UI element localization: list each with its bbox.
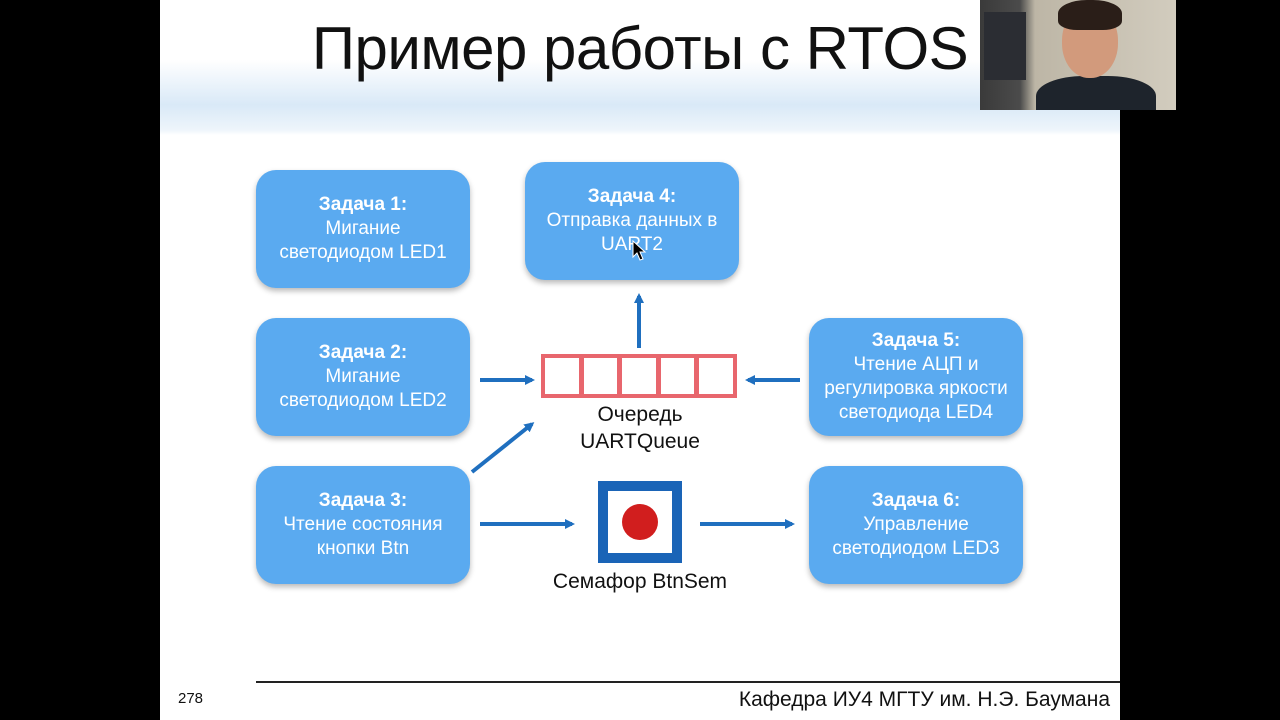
task-text: UART2: [601, 234, 663, 255]
task-text: Отправка данных в: [546, 210, 718, 231]
queue-cell: [622, 358, 656, 394]
queue-cell: [583, 358, 618, 394]
queue-label: Очередь UARTQueue: [540, 401, 740, 455]
arrow-task3-to-queue: [470, 422, 535, 474]
page-number: 278: [178, 690, 204, 707]
slide-title: Пример работы с RTOS: [311, 15, 969, 82]
task-box-5: Задача 5: Чтение АЦП и регулировка яркос…: [809, 318, 1023, 436]
task-text: кнопки Btn: [316, 538, 410, 559]
webcam-person-body: [1036, 76, 1156, 110]
task-text: регулировка яркости: [824, 378, 1008, 399]
arrows-layer: [470, 293, 800, 529]
webcam-window: [984, 12, 1026, 80]
queue-cell: [660, 358, 695, 394]
task-box-6: Задача 6: Управление светодиодом LED3: [809, 466, 1023, 584]
task-text: Мигание: [325, 218, 401, 239]
task-title: Задача 5:: [871, 330, 961, 351]
task-box-1: Задача 1: Мигание светодиодом LED1: [256, 170, 470, 288]
task-box-2: Задача 2: Мигание светодиодом LED2: [256, 318, 470, 436]
semaphore-dot: [622, 504, 658, 540]
task-box-3: Задача 3: Чтение состояния кнопки Btn: [256, 466, 470, 584]
task-title: Задача 4:: [587, 186, 677, 207]
task-title: Задача 6:: [871, 490, 961, 511]
semaphore-inner: [608, 491, 672, 553]
task-text: Чтение состояния: [283, 514, 443, 535]
task-box-4: Задача 4: Отправка данных в UART2: [525, 162, 739, 280]
webcam-person-hair: [1058, 0, 1122, 30]
queue-label-line2: UARTQueue: [580, 430, 700, 453]
task-title: Задача 2:: [318, 342, 408, 363]
task-text: Управление: [863, 514, 969, 535]
queue-cell: [699, 358, 733, 394]
task-text: светодиода LED4: [838, 402, 994, 423]
queue-icon: [541, 354, 737, 398]
task-text: Чтение АЦП и: [853, 354, 979, 375]
webcam-overlay: [980, 0, 1176, 110]
semaphore-icon: [598, 481, 682, 563]
footer-text: Кафедра ИУ4 МГТУ им. Н.Э. Баумана: [738, 688, 1110, 711]
task-text: светодиодом LED3: [832, 538, 1000, 559]
task-title: Задача 1:: [318, 194, 408, 215]
semaphore-label: Семафор BtnSem: [552, 570, 728, 593]
queue-label-line1: Очередь: [597, 403, 683, 426]
task-title: Задача 3:: [318, 490, 408, 511]
queue-cell: [545, 358, 579, 394]
task-text: Мигание: [325, 366, 401, 387]
footer-divider: [256, 681, 1120, 683]
task-text: светодиодом LED2: [279, 390, 447, 411]
slide: Пример работы с RTOS Задача 1: Мигание с…: [160, 0, 1120, 720]
mouse-pointer-icon: [632, 240, 647, 261]
task-text: светодиодом LED1: [279, 242, 447, 263]
